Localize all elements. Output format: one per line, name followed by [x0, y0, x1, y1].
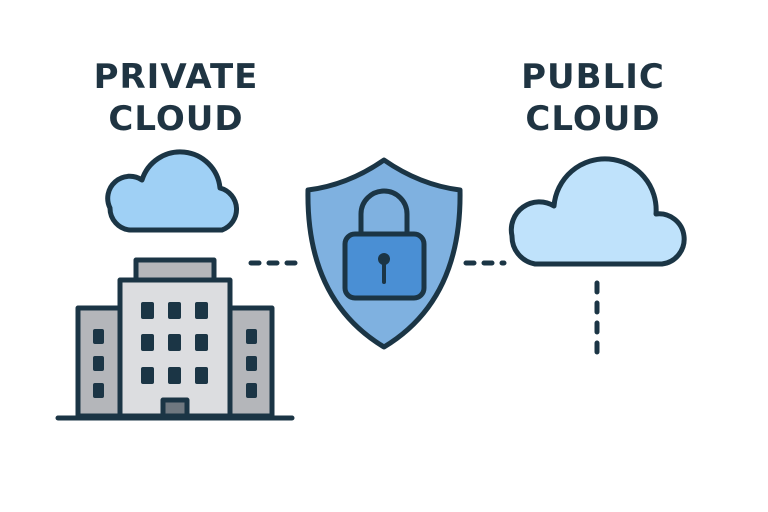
building-windows [93, 302, 257, 398]
public-cloud-icon [508, 156, 687, 267]
public-cloud-label-line2: CLOUD [525, 99, 660, 139]
public-cloud-label-line1: PUBLIC [521, 57, 665, 97]
lock-icon [342, 188, 427, 301]
private-cloud-icon [105, 149, 240, 233]
private-cloud-label-line2: CLOUD [108, 99, 243, 139]
private-cloud-label-line1: PRIVATE [94, 57, 259, 97]
